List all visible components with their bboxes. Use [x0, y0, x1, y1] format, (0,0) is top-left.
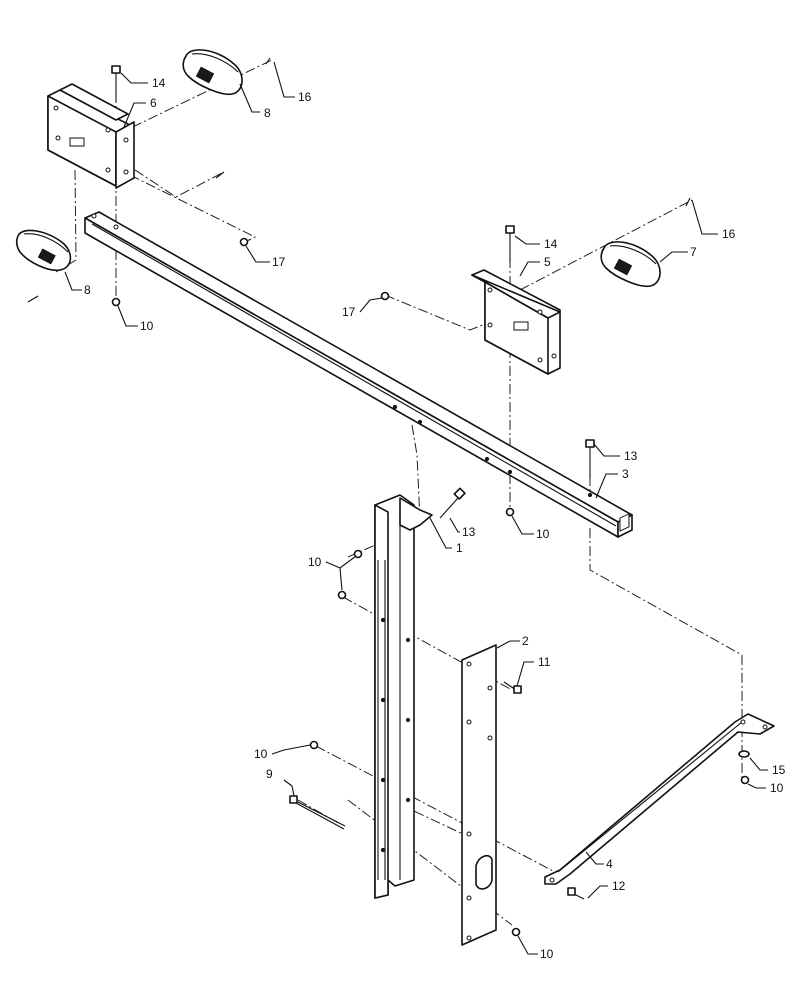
callout-4: 4 [606, 857, 613, 871]
callout-13-post: 13 [462, 525, 476, 539]
callout-3: 3 [622, 467, 629, 481]
callout-16-right: 16 [722, 227, 736, 241]
callout-10-plate-bottom: 10 [540, 947, 554, 961]
callout-labels: 14 6 8 16 8 17 10 14 5 16 7 17 13 3 10 1… [84, 76, 786, 961]
callout-6: 6 [150, 96, 157, 110]
callout-13-right: 13 [624, 449, 638, 463]
marker-light-part-7 [600, 241, 661, 288]
flat-plate-part-2 [461, 644, 497, 946]
callout-10-post-mid: 10 [254, 747, 268, 761]
callout-16-top: 16 [298, 90, 312, 104]
callout-1: 1 [456, 541, 463, 555]
callout-2: 2 [522, 634, 529, 648]
angled-brace-part-4 [544, 713, 775, 885]
callout-12: 12 [612, 879, 626, 893]
callout-17-right: 17 [342, 305, 356, 319]
bracket-part-5 [471, 269, 561, 375]
bracket-part-6 [47, 83, 135, 189]
callout-8-top: 8 [264, 106, 271, 120]
callout-5: 5 [544, 255, 551, 269]
callout-11: 11 [538, 655, 551, 669]
callout-10-post-top: 10 [308, 555, 322, 569]
callout-10-tube-right: 10 [536, 527, 550, 541]
callout-10-tube-left: 10 [140, 319, 154, 333]
callout-8-left: 8 [84, 283, 91, 297]
callout-10-brace: 10 [770, 781, 784, 795]
callout-leaders [64, 61, 768, 955]
marker-light-part-8-top [182, 49, 243, 96]
square-tube-part-3 [84, 211, 633, 538]
marker-light-part-8-left [15, 229, 72, 272]
callout-9: 9 [266, 767, 273, 781]
callout-15: 15 [772, 763, 786, 777]
callout-17-left: 17 [272, 255, 286, 269]
callout-7: 7 [690, 245, 697, 259]
callout-14-top: 14 [152, 76, 166, 90]
callout-14-right: 14 [544, 237, 558, 251]
channel-post-part-1 [374, 494, 433, 899]
